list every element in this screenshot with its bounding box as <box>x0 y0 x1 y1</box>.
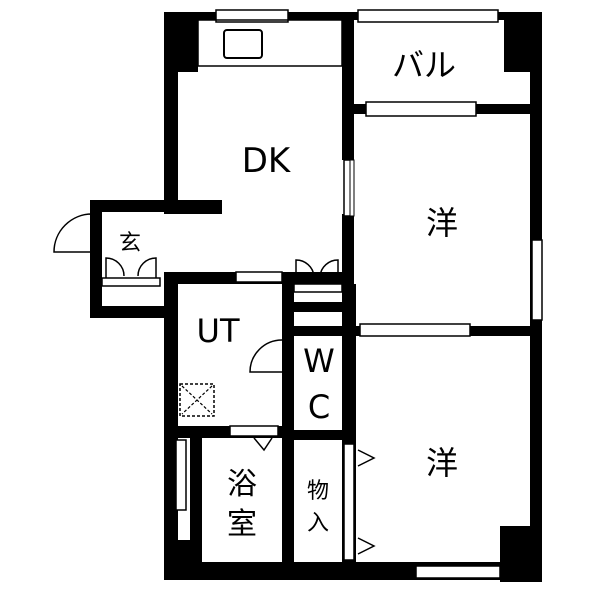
room-label-bath-bottom: 室 <box>227 507 257 542</box>
room-label-bath-top: 浴 <box>227 467 257 502</box>
room-label-utility: UT <box>197 312 240 350</box>
sliding-door-marker-icon <box>253 437 273 452</box>
room-label-toilet-top: W <box>303 342 335 380</box>
room-label-dk: DK <box>242 141 292 181</box>
room-label-entrance: 玄 <box>119 231 141 256</box>
kitchen-counter <box>197 19 343 67</box>
room-label-storage-top: 物 <box>307 479 329 504</box>
room-label-storage-bottom: 入 <box>307 511 329 536</box>
room-label-balcony: バル <box>392 46 456 84</box>
room-labels: DK バル 洋 玄 UT W C 洋 浴 室 物 入 <box>119 46 458 542</box>
washing-machine-place <box>179 383 215 417</box>
windows <box>175 9 543 579</box>
closet-door-icon <box>295 259 315 278</box>
interior-walls <box>164 12 530 562</box>
shoe-cabinet-door-icon <box>105 257 125 278</box>
room-label-toilet-bottom: C <box>308 388 330 426</box>
room-label-western-1: 洋 <box>426 204 458 242</box>
entrance-door-icon <box>53 213 93 253</box>
wc-door-icon <box>249 339 283 373</box>
doors <box>53 213 376 555</box>
sink-icon <box>223 29 263 59</box>
room-label-western-2: 洋 <box>426 444 458 482</box>
